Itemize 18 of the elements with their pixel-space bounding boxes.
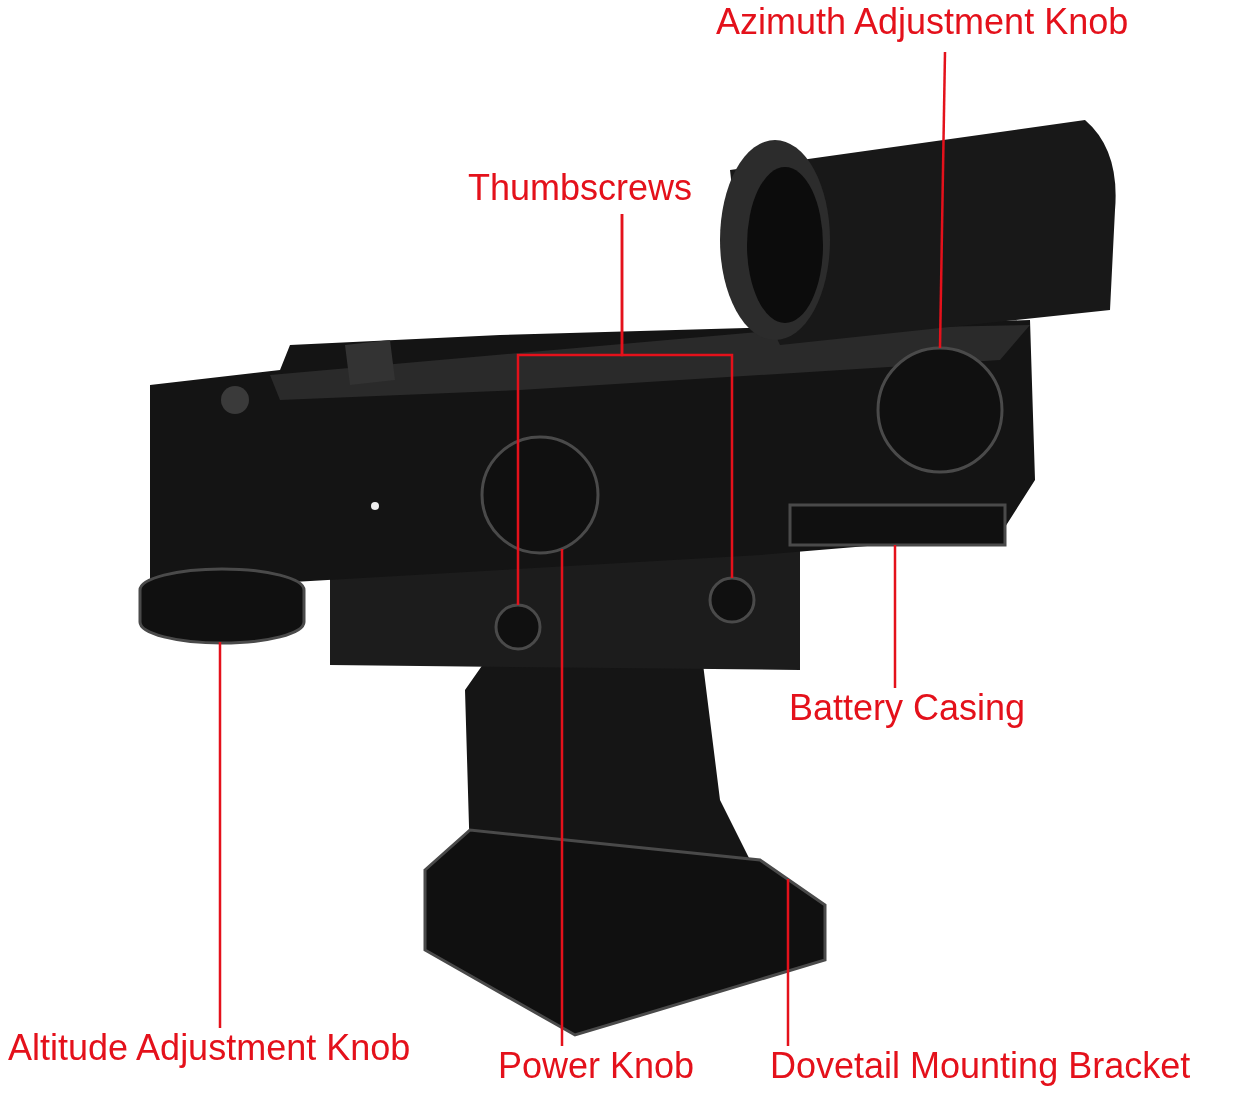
part-label: Dovetail Mounting Bracket bbox=[770, 1046, 1191, 1086]
leader-line bbox=[938, 51, 947, 349]
part-label: Thumbscrews bbox=[468, 168, 693, 208]
part-label: Battery Casing bbox=[789, 688, 1026, 728]
adjustment-knob bbox=[876, 346, 1004, 474]
battery-casing bbox=[788, 503, 1007, 547]
adjustment-knob bbox=[138, 567, 306, 645]
power-knob bbox=[480, 435, 600, 555]
thumbscrew bbox=[494, 603, 542, 651]
leader-line bbox=[218, 642, 222, 1028]
part-label: Altitude Adjustment Knob bbox=[8, 1028, 411, 1068]
leader-line bbox=[893, 545, 897, 688]
part-label: Azimuth Adjustment Knob bbox=[716, 2, 1129, 42]
part-label: Power Knob bbox=[498, 1046, 695, 1086]
leader-line bbox=[620, 214, 734, 578]
mounting-bracket bbox=[423, 828, 827, 1037]
leader-line bbox=[786, 879, 790, 1046]
thumbscrew bbox=[708, 576, 756, 624]
